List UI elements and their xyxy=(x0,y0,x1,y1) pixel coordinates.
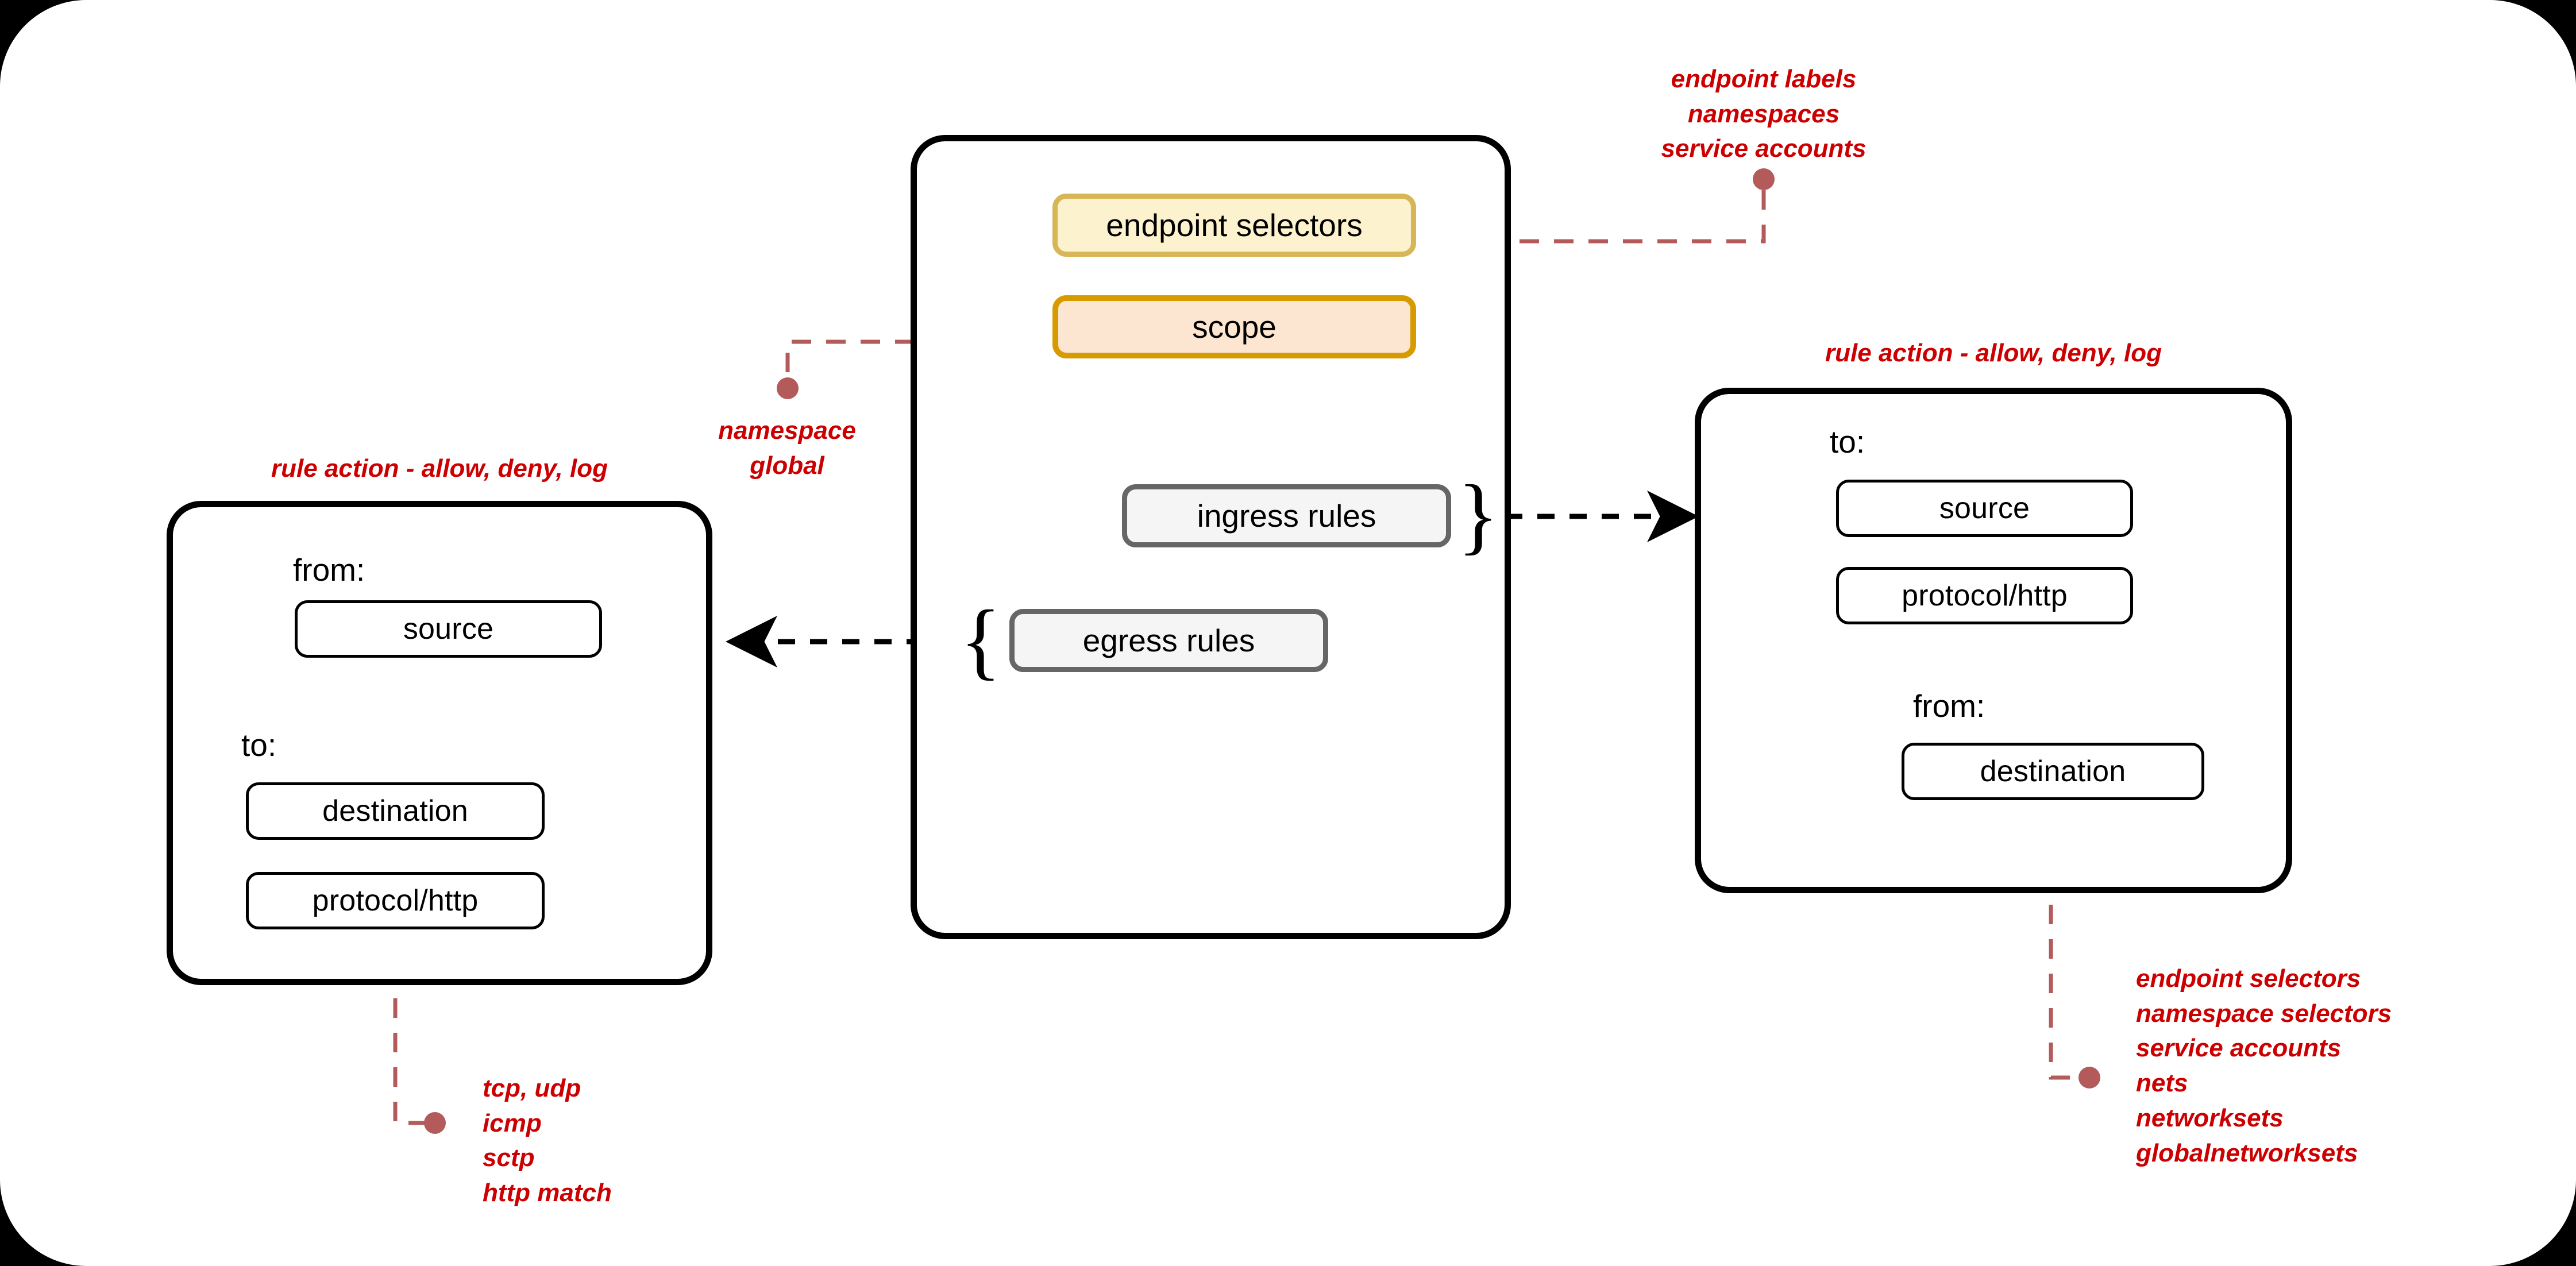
destination-note-line-2: namespace selectors xyxy=(2136,999,2392,1028)
protocol-note-line-2: icmp xyxy=(483,1109,542,1137)
egress-to-protocol-label: protocol/http xyxy=(312,884,479,917)
connector-dot-protocol-http xyxy=(424,1112,446,1134)
protocol-note-line-4: http match xyxy=(483,1179,612,1207)
egress-to-label: to: xyxy=(241,727,276,763)
ingress-to-protocol-label: protocol/http xyxy=(1902,579,2068,612)
ingress-panel xyxy=(1695,388,2292,893)
scope-note-line-2: global xyxy=(750,451,824,480)
egress-to-protocol-box[interactable]: protocol/http xyxy=(246,872,545,929)
egress-rule-action-note: rule action - allow, deny, log xyxy=(167,451,712,487)
ingress-rule-action-text: rule action - allow, deny, log xyxy=(1825,339,2162,367)
protocol-note-line-3: sctp xyxy=(483,1144,535,1172)
egress-to-destination-box[interactable]: destination xyxy=(246,782,545,840)
endpoint-selectors-label: endpoint selectors xyxy=(1106,207,1363,243)
ingress-from-text: from: xyxy=(1913,688,1985,724)
endpoint-selectors-note-line-1: endpoint labels xyxy=(1671,65,1857,93)
destination-note-line-4: nets xyxy=(2136,1069,2188,1098)
egress-brace: { xyxy=(960,593,1001,688)
ingress-from-label: from: xyxy=(1913,688,1985,724)
connector-dot-destination xyxy=(2078,1067,2100,1089)
endpoint-selectors-box[interactable]: endpoint selectors xyxy=(1052,194,1416,257)
destination-note-line-5: networksets xyxy=(2136,1103,2284,1132)
ingress-from-destination-label: destination xyxy=(1980,755,2126,788)
ingress-brace-glyph: } xyxy=(1457,468,1499,563)
egress-brace-glyph: { xyxy=(960,593,1001,688)
ingress-to-label: to: xyxy=(1830,423,1865,460)
connector-dot-scope xyxy=(777,377,799,399)
endpoint-selectors-note: endpoint labels namespaces service accou… xyxy=(1597,62,1930,167)
ingress-rule-action-note: rule action - allow, deny, log xyxy=(1695,336,2292,371)
egress-rules-box[interactable]: egress rules xyxy=(1009,609,1328,672)
egress-rule-action-text: rule action - allow, deny, log xyxy=(271,454,608,483)
ingress-brace: } xyxy=(1457,468,1499,563)
ingress-from-destination-box[interactable]: destination xyxy=(1902,743,2204,800)
ingress-to-protocol-box[interactable]: protocol/http xyxy=(1836,567,2133,624)
ingress-rules-box[interactable]: ingress rules xyxy=(1122,484,1451,547)
scope-note-line-1: namespace xyxy=(718,416,856,445)
egress-to-destination-label: destination xyxy=(322,794,468,828)
protocol-note: tcp, udp icmp sctp http match xyxy=(483,1071,827,1211)
endpoint-selectors-note-line-2: namespaces xyxy=(1687,99,1840,128)
connector-dot-endpoint-selectors xyxy=(1753,168,1775,190)
ingress-to-source-label: source xyxy=(1939,492,2030,525)
destination-note-line-6: globalnetworksets xyxy=(2136,1138,2358,1167)
endpoint-selectors-note-line-3: service accounts xyxy=(1661,134,1867,163)
destination-note-line-3: service accounts xyxy=(2136,1034,2342,1063)
destination-note-line-1: endpoint selectors xyxy=(2136,964,2361,993)
egress-to-text: to: xyxy=(241,727,277,763)
scope-note: namespace global xyxy=(643,414,931,483)
egress-from-source-box[interactable]: source xyxy=(295,600,602,658)
egress-from-text: from: xyxy=(293,552,365,588)
destination-note: endpoint selectors namespace selectors s… xyxy=(2136,962,2538,1171)
egress-from-label: from: xyxy=(293,551,365,588)
scope-label: scope xyxy=(1192,309,1277,345)
ingress-to-text: to: xyxy=(1830,424,1865,460)
ingress-rules-label: ingress rules xyxy=(1197,498,1376,534)
egress-rules-label: egress rules xyxy=(1082,623,1255,658)
protocol-note-line-1: tcp, udp xyxy=(483,1074,581,1102)
scope-box[interactable]: scope xyxy=(1052,295,1416,358)
egress-from-source-label: source xyxy=(403,612,494,646)
ingress-to-source-box[interactable]: source xyxy=(1836,480,2133,537)
